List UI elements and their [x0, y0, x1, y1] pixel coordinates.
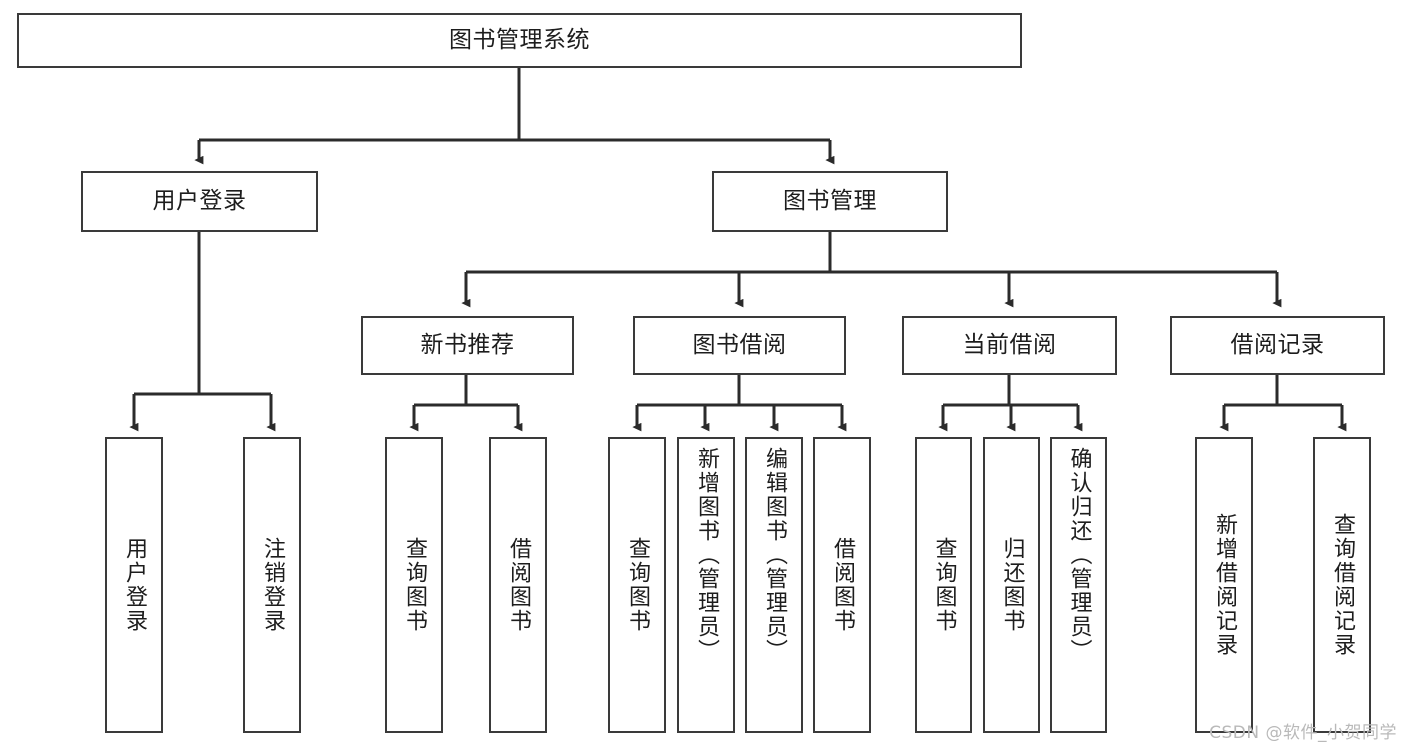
node-label: 当前借阅	[962, 331, 1057, 358]
node-root-book-management-system[interactable]: 图书管理系统	[17, 13, 1022, 68]
leaf-new-book-query[interactable]: 查询图书	[385, 437, 443, 733]
node-current-borrow[interactable]: 当前借阅	[902, 316, 1117, 375]
node-label: 查询图书	[931, 537, 957, 633]
node-label: 用户登录	[122, 537, 147, 633]
leaf-borrow-record-add[interactable]: 新增借阅记录	[1195, 437, 1253, 733]
node-label: 确认归还（管理员）	[1066, 447, 1092, 663]
leaf-book-borrow-add-admin[interactable]: 新增图书（管理员）	[677, 437, 735, 733]
leaf-borrow-record-query[interactable]: 查询借阅记录	[1313, 437, 1371, 733]
leaf-book-borrow-query[interactable]: 查询图书	[608, 437, 666, 733]
node-label: 图书借阅	[692, 331, 787, 358]
node-label: 编辑图书（管理员）	[762, 447, 787, 663]
leaf-current-borrow-return[interactable]: 归还图书	[983, 437, 1040, 733]
node-label: 查询图书	[625, 537, 650, 633]
node-book-borrow[interactable]: 图书借阅	[633, 316, 846, 375]
leaf-book-borrow-edit-admin[interactable]: 编辑图书（管理员）	[745, 437, 803, 733]
leaf-user-login-logout[interactable]: 注销登录	[243, 437, 301, 733]
node-user-login[interactable]: 用户登录	[81, 171, 318, 232]
leaf-new-book-borrow[interactable]: 借阅图书	[489, 437, 547, 733]
node-label: 用户登录	[152, 187, 247, 214]
node-book-management[interactable]: 图书管理	[712, 171, 948, 232]
node-label: 查询借阅记录	[1330, 513, 1355, 657]
leaf-user-login-login[interactable]: 用户登录	[105, 437, 163, 733]
node-label: 查询图书	[402, 537, 427, 633]
node-label: 新增图书（管理员）	[694, 447, 719, 663]
node-label: 借阅图书	[506, 537, 531, 633]
node-label: 图书管理系统	[449, 26, 590, 53]
leaf-current-borrow-query[interactable]: 查询图书	[915, 437, 972, 733]
node-label: 借阅图书	[830, 537, 855, 633]
node-label: 借阅记录	[1230, 331, 1325, 358]
node-label: 注销登录	[260, 537, 285, 633]
node-label: 新书推荐	[420, 331, 515, 358]
leaf-book-borrow-borrow[interactable]: 借阅图书	[813, 437, 871, 733]
node-label: 新增借阅记录	[1212, 513, 1237, 657]
csdn-watermark: CSDN @软件_小贺同学	[1209, 723, 1397, 743]
node-new-book-recommend[interactable]: 新书推荐	[361, 316, 574, 375]
node-label: 归还图书	[999, 537, 1025, 633]
node-label: 图书管理	[783, 187, 877, 214]
leaf-current-borrow-confirm-return-admin[interactable]: 确认归还（管理员）	[1050, 437, 1107, 733]
node-borrow-record[interactable]: 借阅记录	[1170, 316, 1385, 375]
